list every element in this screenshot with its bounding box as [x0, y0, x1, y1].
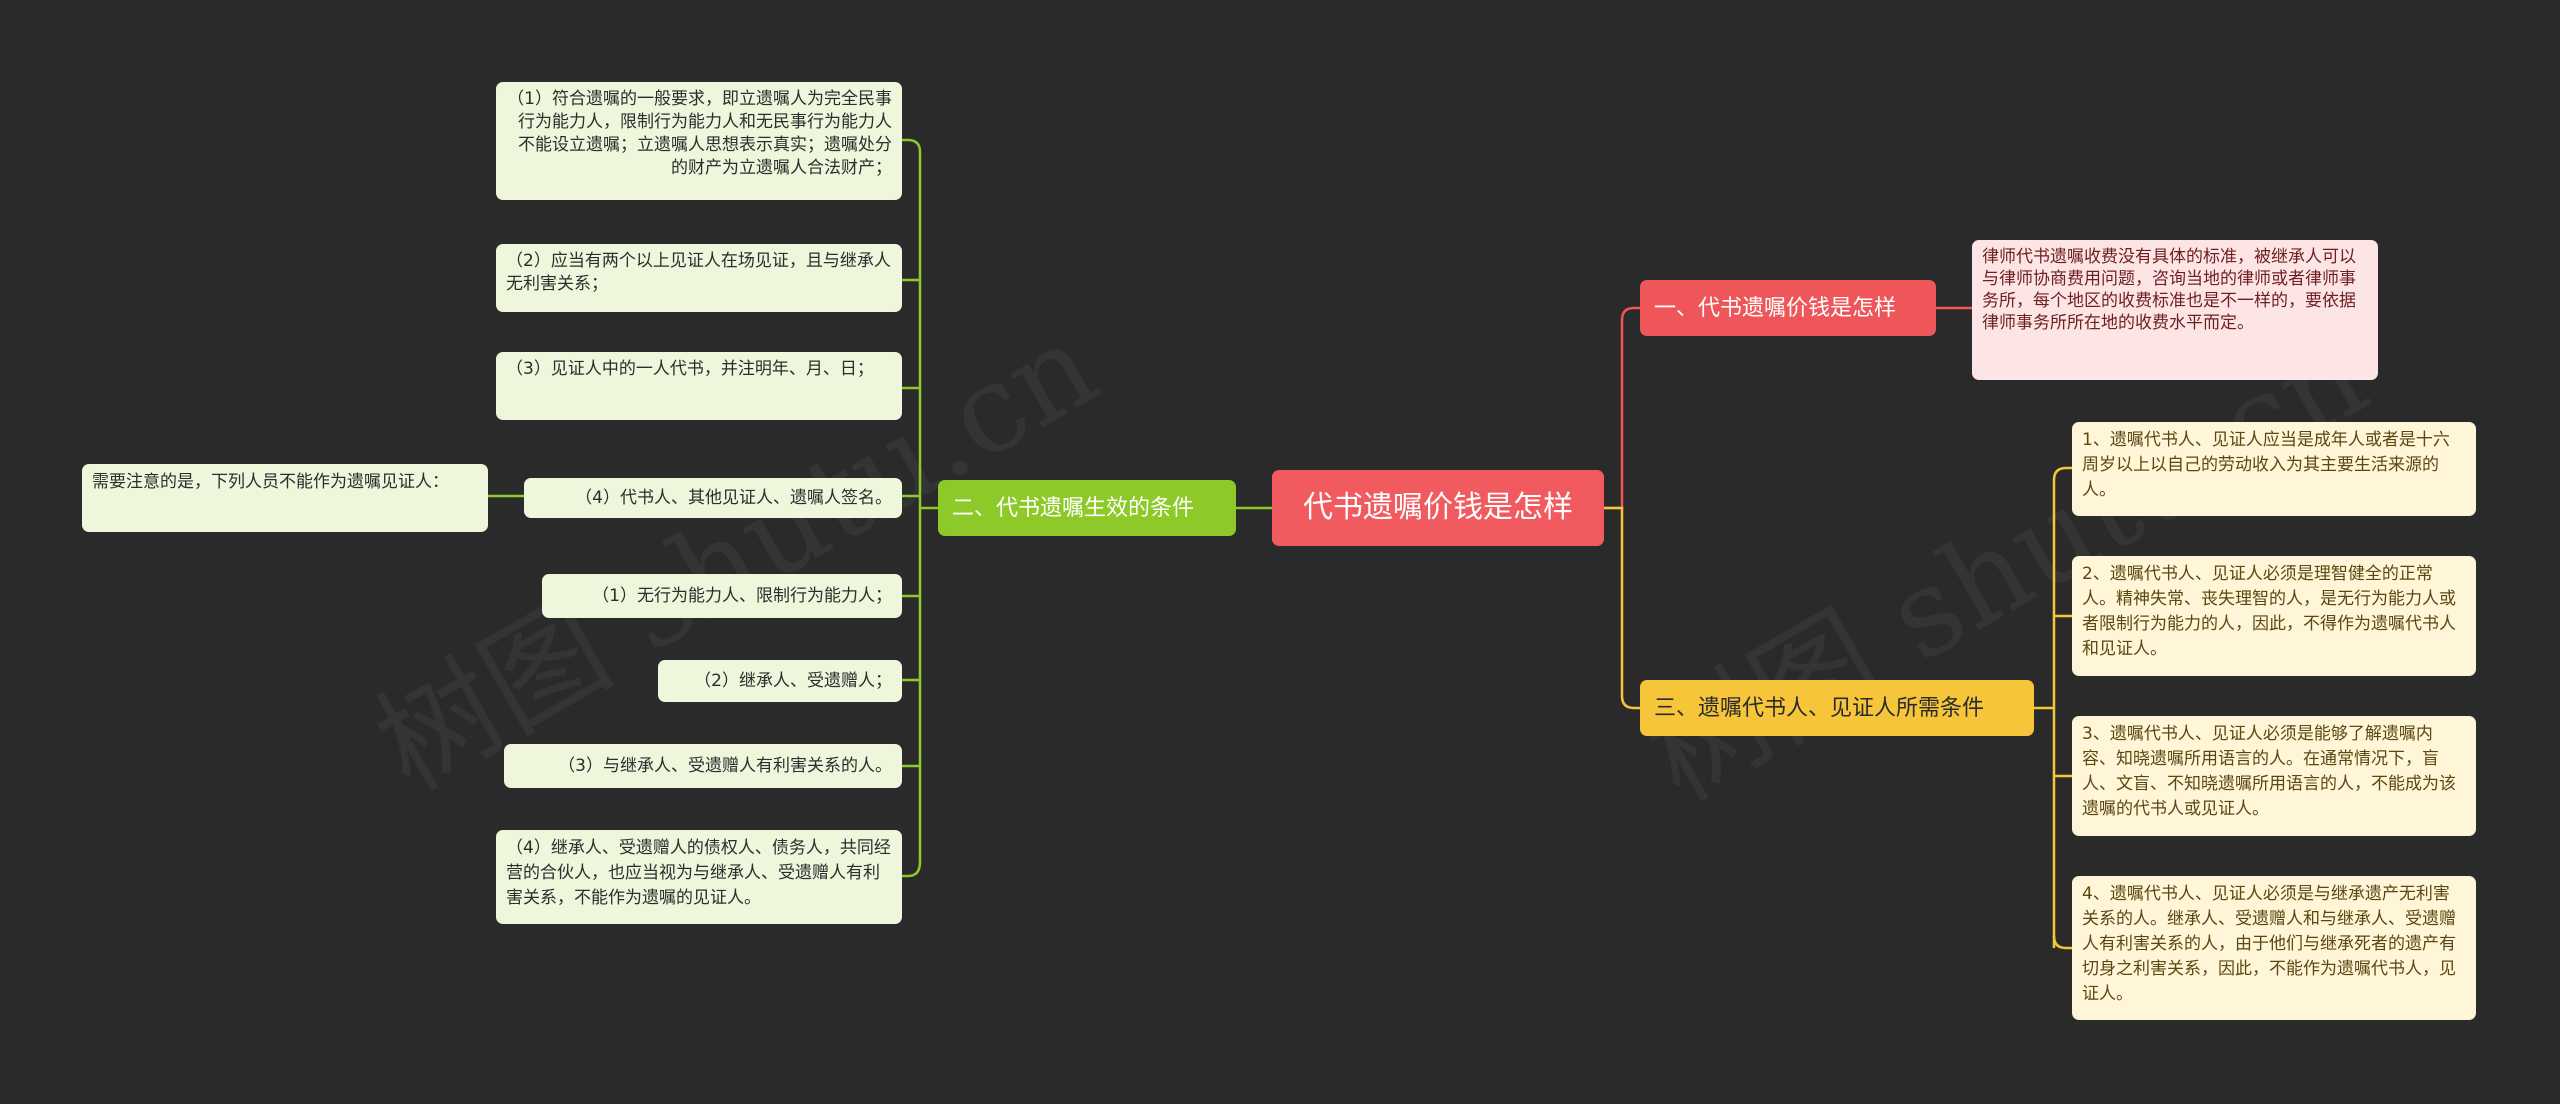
branch-cost[interactable]: 一、代书遗嘱价钱是怎样	[1640, 280, 1936, 336]
witness-exclusion-note[interactable]: 需要注意的是，下列人员不能作为遗嘱见证人：	[82, 464, 488, 532]
link-cond-8	[902, 861, 922, 878]
link-root-cost	[1604, 306, 1640, 510]
requirement-item-1[interactable]: 1、遗嘱代书人、见证人应当是成年人或者是十六周岁以上以自己的劳动收入为其主要生活…	[2072, 422, 2476, 516]
requirement-item-4[interactable]: 4、遗嘱代书人、见证人必须是与继承遗产无利害关系的人。继承人、受遗赠人和与继承人…	[2072, 876, 2476, 1020]
branch-requirements[interactable]: 三、遗嘱代书人、见证人所需条件	[1640, 680, 2034, 736]
link-cond-1	[902, 138, 922, 153]
link-root-requirements	[1604, 506, 1640, 710]
condition-item-3[interactable]: （3）见证人中的一人代书，并注明年、月、日；	[496, 352, 902, 420]
condition-item-1[interactable]: （1）符合遗嘱的一般要求，即立遗嘱人为完全民事行为能力人，限制行为能力人和无民事…	[496, 82, 902, 200]
link-req-1	[2052, 466, 2072, 481]
condition-item-6[interactable]: （2）继承人、受遗赠人；	[658, 660, 902, 702]
branch-conditions[interactable]: 二、代书遗嘱生效的条件	[938, 480, 1236, 536]
cost-detail[interactable]: 律师代书遗嘱收费没有具体的标准，被继承人可以与律师协商费用问题，咨询当地的律师或…	[1972, 240, 2378, 380]
condition-item-8[interactable]: （4）继承人、受遗赠人的债权人、债务人，共同经营的合伙人，也应当视为与继承人、受…	[496, 830, 902, 924]
requirement-item-2[interactable]: 2、遗嘱代书人、见证人必须是理智健全的正常人。精神失常、丧失理智的人，是无行为能…	[2072, 556, 2476, 676]
condition-item-7[interactable]: （3）与继承人、受遗赠人有利害关系的人。	[504, 744, 902, 788]
condition-item-2[interactable]: （2）应当有两个以上见证人在场见证，且与继承人无利害关系；	[496, 244, 902, 312]
requirement-item-3[interactable]: 3、遗嘱代书人、见证人必须是能够了解遗嘱内容、知晓遗嘱所用语言的人。在通常情况下…	[2072, 716, 2476, 836]
link-req-4	[2052, 935, 2072, 950]
condition-item-4[interactable]: （4）代书人、其他见证人、遗嘱人签名。	[524, 478, 902, 518]
condition-item-5[interactable]: （1）无行为能力人、限制行为能力人；	[542, 574, 902, 618]
root-topic[interactable]: 代书遗嘱价钱是怎样	[1272, 470, 1604, 546]
